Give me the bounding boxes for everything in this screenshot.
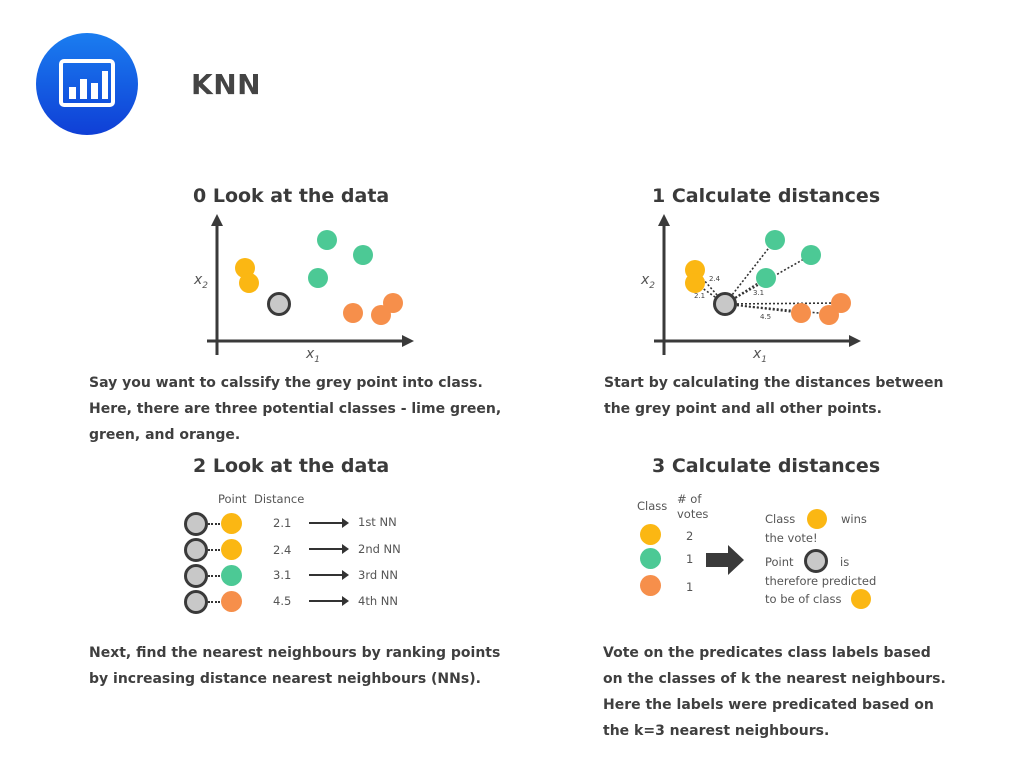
x-axis-label: x1: [306, 346, 321, 365]
step1-title: 1 Calculate distances: [652, 185, 881, 207]
data-point-green: [801, 245, 821, 265]
data-point-green: [353, 245, 373, 265]
nn-rank: 2nd NN: [358, 542, 401, 556]
arrow-right-icon: [309, 570, 349, 580]
data-point-green: [308, 268, 328, 288]
predicted-class-lime-green: [851, 589, 871, 609]
y-axis-label: x2: [194, 272, 209, 291]
winning-class-lime-green: [807, 509, 827, 529]
grey-point: [184, 564, 208, 588]
header-votes-2: votes: [677, 507, 709, 521]
distance-label: 2.1: [694, 292, 706, 300]
grey-point: [267, 292, 291, 316]
distance-value: 4.5: [273, 594, 292, 608]
result-class-text: Class: [765, 512, 796, 526]
header-votes-1: # of: [677, 492, 702, 506]
class-green: [640, 548, 661, 569]
distance-value: 3.1: [273, 568, 292, 582]
data-point-green: [756, 268, 776, 288]
vote-diagram: Class # of votes 2 1 1 Class wins the vo…: [620, 485, 910, 615]
distance-value: 2.1: [273, 516, 292, 530]
grey-point: [713, 292, 737, 316]
data-point-lime-green: [239, 273, 259, 293]
nn-rank: 1st NN: [358, 515, 397, 529]
header-distance: Distance: [254, 492, 305, 506]
distance-value: 2.4: [273, 543, 292, 557]
logo: [36, 33, 138, 135]
grey-point: [184, 538, 208, 562]
page-title: KNN: [191, 68, 262, 101]
class-orange: [640, 575, 661, 596]
nn-ranking-table: Point Distance 2.1 1st NN 2.4 2nd NN 3.1…: [170, 485, 440, 615]
neighbour-lime-green: [221, 539, 242, 560]
grey-point: [184, 512, 208, 536]
vote-count: 1: [686, 580, 694, 594]
step0-scatter-plot: x2 x1: [190, 210, 430, 370]
result-the-vote-text: the vote!: [765, 531, 818, 545]
class-lime-green: [640, 524, 661, 545]
nn-rank: 3rd NN: [358, 568, 399, 582]
arrow-right-icon: [309, 596, 349, 606]
step2-description: Next, find the nearest neighbours by ran…: [89, 645, 501, 687]
grey-point: [804, 549, 828, 573]
data-point-orange: [383, 293, 403, 313]
neighbour-green: [221, 565, 242, 586]
result-to-be-text: to be of class: [765, 592, 842, 606]
step2-title: 2 Look at the data: [193, 455, 390, 477]
step1-description: Start by calculating the distances betwe…: [604, 375, 944, 417]
x-axis-label: x1: [753, 346, 768, 365]
step3-description: Vote on the predicates class labels base…: [603, 645, 946, 739]
distance-label: 2.4: [709, 275, 721, 283]
data-point-orange: [791, 303, 811, 323]
arrow-right-icon: [309, 518, 349, 528]
header-class: Class: [637, 499, 668, 513]
result-point-text: Point: [765, 555, 794, 569]
data-point-lime-green: [685, 273, 705, 293]
big-arrow-right-icon: [706, 545, 744, 575]
step0-title: 0 Look at the data: [193, 185, 390, 207]
step0-description: Say you want to calssify the grey point …: [89, 375, 502, 443]
distance-label: 4.5: [760, 313, 772, 321]
distance-label: 3.1: [753, 289, 765, 297]
grey-point: [184, 590, 208, 614]
result-is-text: is: [840, 555, 850, 569]
data-point-orange: [831, 293, 851, 313]
vote-count: 2: [686, 529, 694, 543]
arrow-right-icon: [309, 544, 349, 554]
step1-distance-plot: x2 x1 2.4 2.1 3.1 4.5: [637, 210, 877, 370]
data-point-green: [765, 230, 785, 250]
neighbour-lime-green: [221, 513, 242, 534]
header-point: Point: [218, 492, 247, 506]
vote-count: 1: [686, 552, 694, 566]
data-point-green: [317, 230, 337, 250]
result-wins-text: wins: [841, 512, 867, 526]
bar-chart-icon: [59, 59, 115, 107]
nn-rank: 4th NN: [358, 594, 398, 608]
neighbour-orange: [221, 591, 242, 612]
step3-title: 3 Calculate distances: [652, 455, 881, 477]
data-point-orange: [343, 303, 363, 323]
result-therefore-text: therefore predicted: [765, 574, 877, 588]
y-axis-label: x2: [641, 272, 656, 291]
